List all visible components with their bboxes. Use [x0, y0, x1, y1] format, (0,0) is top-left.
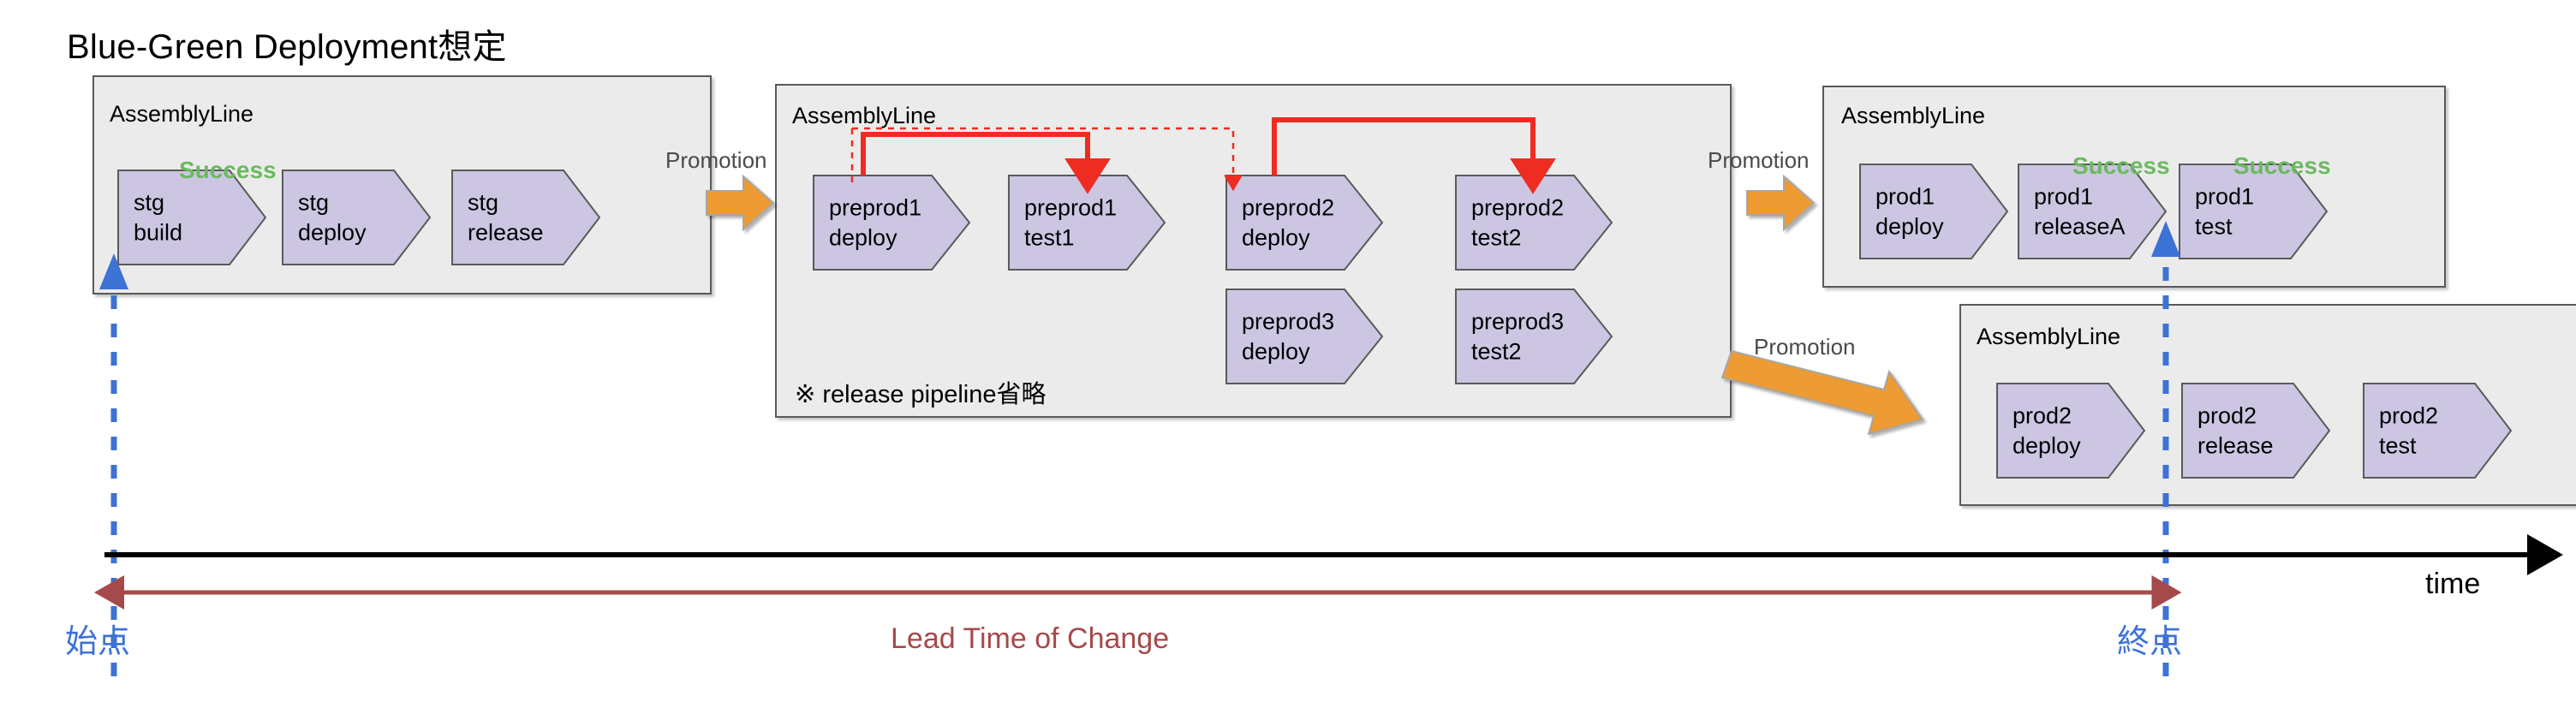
end-marker-label: 終点	[2117, 624, 2183, 660]
end-marker-line	[2151, 221, 2180, 676]
promotion-arrow-icon-1	[706, 174, 775, 232]
assemblyline-label-stg: AssemblyLine	[110, 101, 254, 127]
status-badge-prod1-test: Success	[2233, 152, 2331, 179]
promotion-label-3: Promotion	[1754, 334, 1856, 360]
promotion-arrow-icon-3	[1720, 349, 1924, 436]
page-title: Blue-Green Deployment想定	[67, 28, 507, 66]
promotion-arrow-icon-2	[1746, 174, 1816, 232]
lead-time-label: Lead Time of Change	[891, 622, 1170, 655]
release-pipeline-note: ※ release pipeline省略	[795, 381, 1046, 408]
trigger-connector-preprod1	[861, 132, 1111, 194]
promotion-label-1: Promotion	[665, 147, 767, 173]
start-marker-line	[99, 253, 128, 676]
time-axis-label: time	[2425, 568, 2481, 600]
assemblyline-label-prod1: AssemblyLine	[1841, 103, 1986, 128]
status-badge-prod1-releaseA: Success	[2072, 152, 2170, 179]
assemblyline-label-prod2: AssemblyLine	[1977, 324, 2121, 349]
start-marker-label: 始点	[65, 624, 131, 660]
trigger-connector-preprod2	[1272, 117, 1556, 194]
assemblyline-label-preprod: AssemblyLine	[792, 103, 937, 128]
status-badge-stg-build: Success	[179, 157, 277, 183]
promotion-label-2: Promotion	[1708, 147, 1810, 173]
